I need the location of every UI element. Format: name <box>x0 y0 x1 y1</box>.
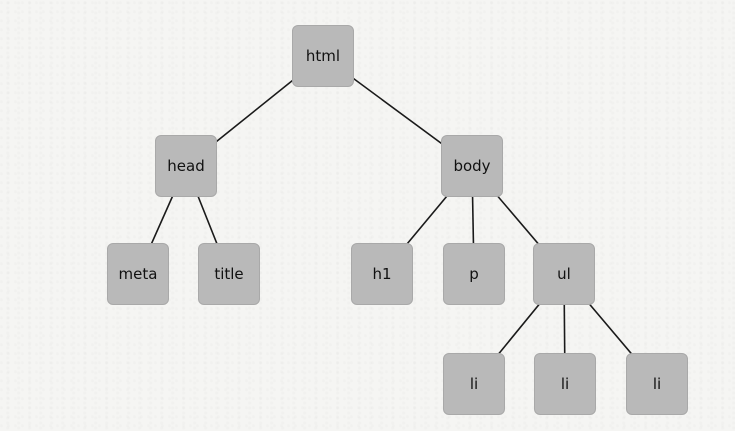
node-title: title <box>198 243 260 305</box>
node-li: li <box>534 353 596 415</box>
node-html: html <box>292 25 354 87</box>
node-head: head <box>155 135 217 197</box>
node-body: body <box>441 135 503 197</box>
node-li: li <box>443 353 505 415</box>
node-ul: ul <box>533 243 595 305</box>
node-p: p <box>443 243 505 305</box>
node-h1: h1 <box>351 243 413 305</box>
node-meta: meta <box>107 243 169 305</box>
node-li: li <box>626 353 688 415</box>
